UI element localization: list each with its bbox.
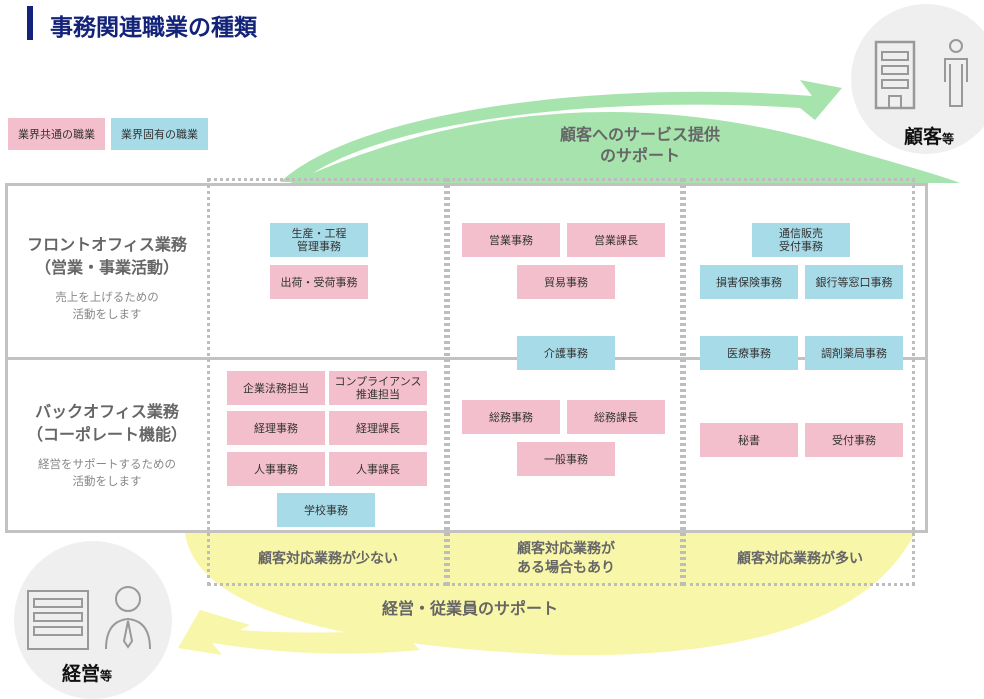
front-desc-1: 売上を上げるための	[55, 290, 159, 304]
job-box: 人事課長	[329, 452, 427, 486]
job-box: 貿易事務	[517, 265, 615, 299]
customer-arrow-text: 顧客へのサービス提供のサポート	[540, 124, 740, 166]
building-person-icon	[874, 39, 968, 110]
job-box: 経理課長	[329, 411, 427, 445]
column-label-some-1: 顧客対応業務が	[517, 541, 615, 557]
legend-specific: 業界固有の職業	[111, 118, 208, 150]
job-box: 生産・工程 管理事務	[270, 223, 368, 257]
management-support-arrow	[178, 610, 420, 655]
customer-arrow-text-line2: のサポート	[599, 146, 680, 165]
job-box: 経理事務	[227, 411, 325, 445]
row-divider	[5, 357, 928, 360]
legend-common: 業界共通の職業	[8, 118, 105, 150]
management-arrow-text: 経営・従業員のサポート	[381, 599, 558, 618]
customer-support-shape	[290, 111, 960, 183]
customer-arrow-text-line1: 顧客へのサービス提供	[559, 125, 720, 144]
job-box: 営業事務	[462, 223, 560, 257]
job-box: 損害保険事務	[700, 265, 798, 299]
job-box: 人事事務	[227, 452, 325, 486]
job-box: 受付事務	[805, 423, 903, 457]
title-accent-bar	[27, 6, 33, 40]
job-box: 営業課長	[567, 223, 665, 257]
customer-support-arrow	[280, 80, 842, 182]
job-box: 学校事務	[277, 493, 375, 527]
management-label: 経営等	[62, 663, 113, 685]
job-box: コンプライアンス 推進担当	[329, 371, 427, 405]
job-box: 調剤薬局事務	[805, 336, 903, 370]
job-box: 一般事務	[517, 442, 615, 476]
management-circle: 経営等	[14, 541, 172, 699]
page-title: 事務関連職業の種類	[50, 15, 257, 41]
front-desc-2: 活動をします	[72, 307, 142, 321]
back-title-2: （コーポレート機能）	[26, 425, 187, 444]
column-label-some-2: ある場合もあり	[517, 560, 615, 576]
front-title-2: （営業・事業活動）	[34, 258, 179, 277]
front-title-1: フロントオフィス業務	[27, 235, 187, 254]
column-some-customer	[447, 178, 683, 586]
column-label-many: 顧客対応業務が多い	[737, 551, 863, 567]
row-header-back: バックオフィス業務 （コーポレート機能） 経営をサポートするための活動をします	[8, 400, 206, 490]
management-support-shape	[185, 533, 915, 656]
back-title-1: バックオフィス業務	[35, 402, 179, 421]
job-box: 企業法務担当	[227, 371, 325, 405]
job-box: 通信販売 受付事務	[752, 223, 850, 257]
column-label-some: 顧客対応業務がある場合もあり	[449, 540, 683, 578]
job-box: 出荷・受荷事務	[270, 265, 368, 299]
customer-circle: 顧客等	[851, 4, 984, 154]
job-box: 総務課長	[567, 400, 665, 434]
column-many-customer	[683, 178, 915, 586]
job-box: 介護事務	[517, 336, 615, 370]
customer-label: 顧客等	[904, 126, 955, 148]
job-box: 秘書	[700, 423, 798, 457]
back-desc-1: 経営をサポートするための	[38, 457, 176, 471]
job-box: 総務事務	[462, 400, 560, 434]
row-header-front: フロントオフィス業務 （営業・事業活動） 売上を上げるための活動をします	[8, 233, 206, 323]
column-few-customer	[207, 178, 447, 586]
job-box: 医療事務	[700, 336, 798, 370]
column-label-few: 顧客対応業務が少ない	[258, 551, 398, 567]
building-executive-icon	[27, 586, 151, 650]
back-desc-2: 活動をします	[72, 474, 142, 488]
job-box: 銀行等窓口事務	[805, 265, 903, 299]
